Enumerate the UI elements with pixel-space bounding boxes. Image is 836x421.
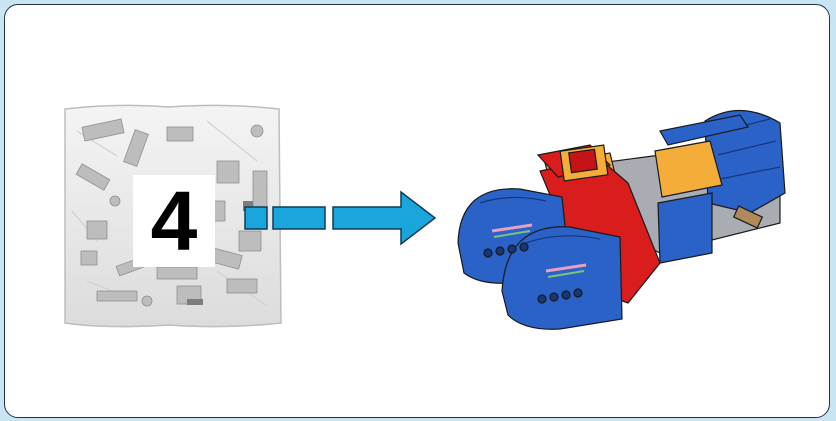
- vehicle-model-illustration: [450, 93, 795, 343]
- bag-number: 4: [135, 177, 213, 265]
- step-arrow: [243, 188, 439, 255]
- instruction-panel: 4: [4, 4, 830, 418]
- assembled-model: [450, 93, 795, 348]
- step-arrow-icon: [243, 188, 439, 250]
